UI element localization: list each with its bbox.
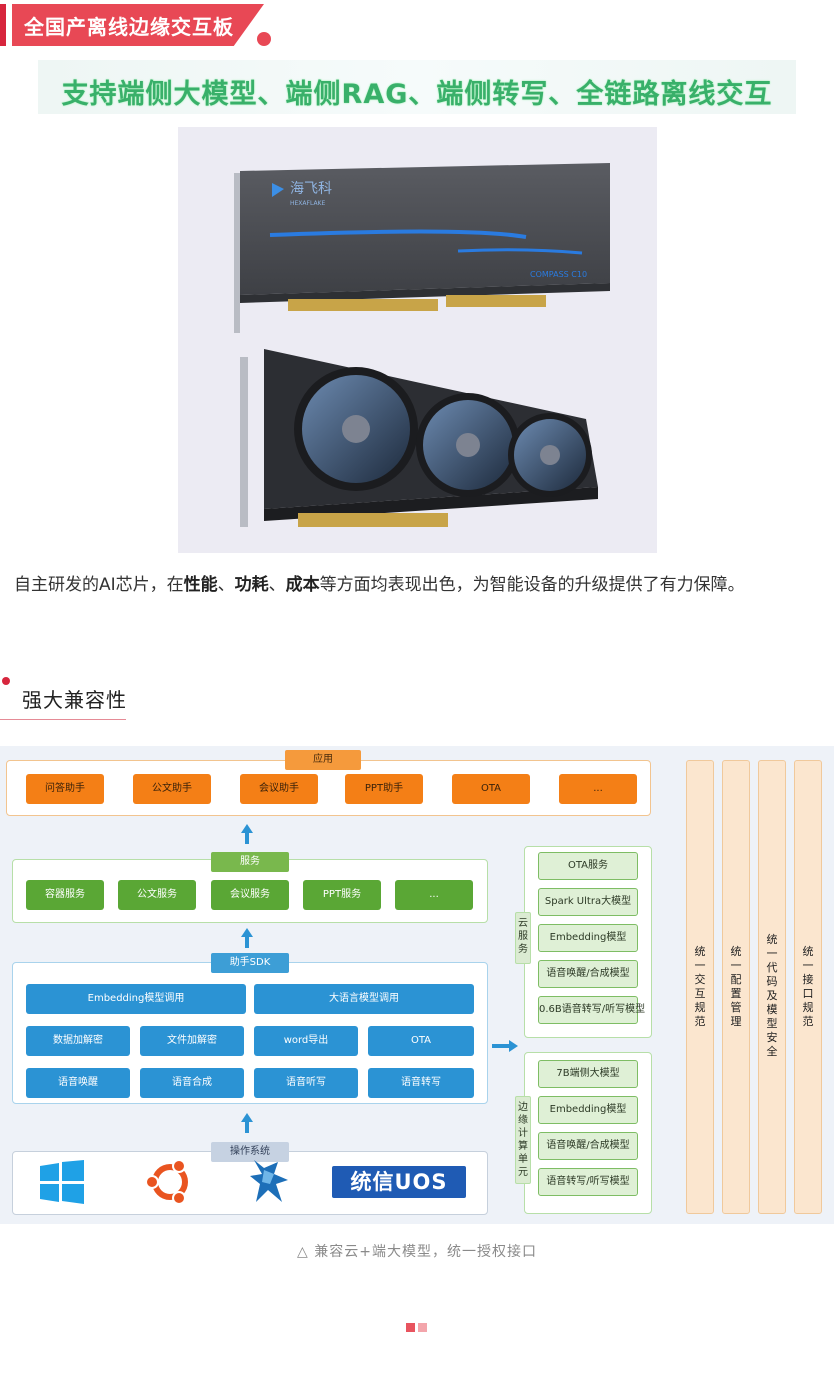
edge-model-item: Embedding模型 <box>538 1096 638 1124</box>
pager-dots-icon <box>406 1323 430 1332</box>
brand-en-text: HEXAFLAKE <box>290 200 325 207</box>
uos-logo-text: 统信UOS <box>350 1170 448 1194</box>
app-item: ... <box>559 774 637 804</box>
headline: 支持端侧大模型、端侧RAG、端侧转写、全链路离线交互 <box>61 79 773 110</box>
arrow-up-icon <box>241 824 253 844</box>
service-item: 容器服务 <box>26 880 104 910</box>
sdk-item: OTA <box>368 1026 474 1056</box>
pillar-unified-interface: 统一接口规范 <box>794 760 822 1214</box>
accelerator-card-bottom <box>240 349 598 527</box>
sdk-item: Embedding模型调用 <box>26 984 246 1014</box>
service-item: ... <box>395 880 473 910</box>
service-item: 会议服务 <box>211 880 289 910</box>
product-image: 海飞科 HEXAFLAKE COMPASS C10 <box>178 127 657 553</box>
pillar-unified-security: 统一代码及模型安全 <box>758 760 786 1214</box>
para-text-1: 自主研发的AI芯片，在 <box>14 575 184 595</box>
os-layer-label: 操作系统 <box>211 1142 289 1162</box>
app-layer-label: 应用 <box>285 750 361 770</box>
pillar-unified-config: 统一配置管理 <box>722 760 750 1214</box>
banner-title: 全国产离线边缘交互板 <box>24 15 234 39</box>
edge-model-item: 语音转写/听写模型 <box>538 1168 638 1196</box>
section-title: 强大兼容性 <box>22 688 127 712</box>
sdk-item: 语音唤醒 <box>26 1068 130 1098</box>
intro-paragraph: 自主研发的AI芯片，在性能、功耗、成本等方面均表现出色，为智能设备的升级提供了有… <box>14 570 822 600</box>
pillar-unified-interaction: 统一交互规范 <box>686 760 714 1214</box>
cloud-model-item: Spark Ultra大模型 <box>538 888 638 916</box>
para-text-2: 等方面均表现出色，为智能设备的升级提供了有力保障。 <box>319 575 745 595</box>
windows-logo-icon <box>40 1160 84 1204</box>
para-keyword-cost: 成本 <box>285 575 320 595</box>
sdk-item: 数据加解密 <box>26 1026 130 1056</box>
section-dot-icon <box>2 677 10 685</box>
brand-logo-icon: 海飞科 HEXAFLAKE COMPASS C10 <box>290 181 587 279</box>
app-item: 公文助手 <box>133 774 211 804</box>
uos-logo-icon: 统信UOS <box>332 1166 466 1198</box>
section-underline <box>0 719 126 720</box>
para-keyword-performance: 性能 <box>183 575 218 595</box>
accelerator-card-top <box>234 163 610 333</box>
header-banner: 全国产离线边缘交互板 <box>0 0 275 50</box>
arrow-up-icon <box>241 1113 253 1133</box>
para-keyword-power: 功耗 <box>234 575 269 595</box>
sdk-item: 文件加解密 <box>140 1026 244 1056</box>
banner-dot-icon <box>257 32 271 46</box>
edge-unit-label: 边缘计算单元 <box>515 1096 531 1184</box>
app-item: 问答助手 <box>26 774 104 804</box>
arrow-up-icon <box>241 928 253 948</box>
sdk-item: 语音合成 <box>140 1068 244 1098</box>
edge-model-item: 语音唤醒/合成模型 <box>538 1132 638 1160</box>
cloud-model-item: OTA服务 <box>538 852 638 880</box>
brand-cn-text: 海飞科 <box>290 181 332 197</box>
sdk-item: word导出 <box>254 1026 358 1056</box>
architecture-diagram: 应用 问答助手 公文助手 会议助手 PPT助手 OTA ... 服务 容器服务 … <box>0 746 834 1224</box>
kylin-logo-icon <box>250 1160 288 1202</box>
service-item: PPT服务 <box>303 880 381 910</box>
ubuntu-logo-icon <box>146 1159 188 1205</box>
ai-cards-illustration: 海飞科 HEXAFLAKE COMPASS C10 <box>234 163 610 527</box>
arrow-right-icon <box>492 1040 518 1052</box>
cloud-model-item: Embedding模型 <box>538 924 638 952</box>
figure-caption: △ 兼容云+端大模型，统一授权接口 <box>297 1244 537 1260</box>
service-layer-label: 服务 <box>211 852 289 872</box>
para-sep-2: 、 <box>268 575 286 595</box>
cloud-service-label: 云服务 <box>515 912 531 964</box>
app-item: OTA <box>452 774 530 804</box>
model-text: COMPASS C10 <box>530 270 587 279</box>
banner-shape <box>12 4 264 46</box>
sdk-item: 语音转写 <box>368 1068 474 1098</box>
service-item: 公文服务 <box>118 880 196 910</box>
headline-band: 支持端侧大模型、端侧RAG、端侧转写、全链路离线交互 <box>38 60 796 114</box>
sdk-layer-label: 助手SDK <box>211 953 289 973</box>
app-item: 会议助手 <box>240 774 318 804</box>
app-item: PPT助手 <box>345 774 423 804</box>
banner-accent-bar <box>0 4 6 46</box>
edge-model-item: 7B端侧大模型 <box>538 1060 638 1088</box>
sdk-item: 大语言模型调用 <box>254 984 474 1014</box>
cloud-model-item: 语音唤醒/合成模型 <box>538 960 638 988</box>
para-sep-1: 、 <box>217 575 235 595</box>
sdk-item: 语音听写 <box>254 1068 358 1098</box>
cloud-model-item: 0.6B语音转写/听写模型 <box>538 996 645 1024</box>
